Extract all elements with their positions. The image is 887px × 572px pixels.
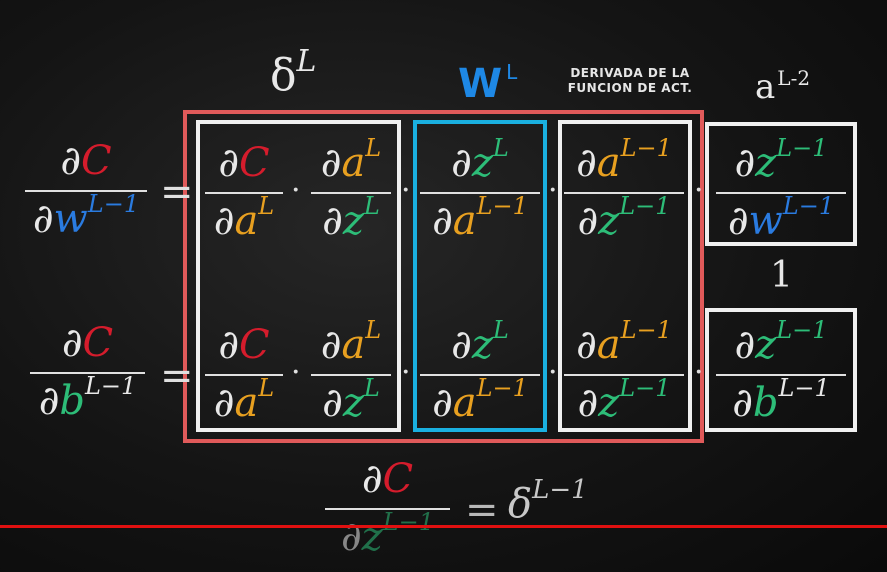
weight-L-label: W L <box>458 62 517 106</box>
weight-superscript: L <box>506 60 518 84</box>
weight-symbol: W <box>458 61 503 107</box>
activation-derivative-label: DERIVADA DE LA FUNCION DE ACT. <box>556 66 704 96</box>
cdot-row1-a: · <box>291 173 301 208</box>
weight-term-box <box>413 120 547 432</box>
activation-symbol: a <box>755 67 776 107</box>
weight-derivative-box <box>705 122 857 246</box>
activation-superscript: L-2 <box>777 66 811 90</box>
equals-sign-bottom: = <box>465 487 499 533</box>
equals-sign-row2: = <box>160 353 194 399</box>
derivative-label-line1: DERIVADA DE LA <box>570 66 690 80</box>
activation-derivative-box <box>558 120 692 432</box>
first-two-terms-box <box>196 120 401 432</box>
derivative-label-line2: FUNCION DE ACT. <box>567 81 693 95</box>
equals-sign-row1: = <box>160 169 194 215</box>
activation-L-minus-2-label: a L-2 <box>755 68 810 106</box>
cdot-row2-c: · <box>548 355 558 390</box>
cdot-row1-b: · <box>401 173 411 208</box>
cdot-row2-d: · <box>694 355 704 390</box>
delta-L-minus-1: δ L−1 <box>508 475 588 527</box>
delta-superscript: L <box>296 44 317 79</box>
delta-L-label: δ L <box>270 44 317 101</box>
red-underline <box>0 525 887 528</box>
cdot-row2-b: · <box>401 355 411 390</box>
cdot-row1-d: · <box>694 173 704 208</box>
cdot-row1-c: · <box>548 173 558 208</box>
one-label: 1 <box>770 255 793 296</box>
delta-box <box>183 110 704 443</box>
cdot-row2-a: · <box>291 355 301 390</box>
bias-derivative-box <box>705 308 857 432</box>
delta-symbol: δ <box>270 50 297 101</box>
